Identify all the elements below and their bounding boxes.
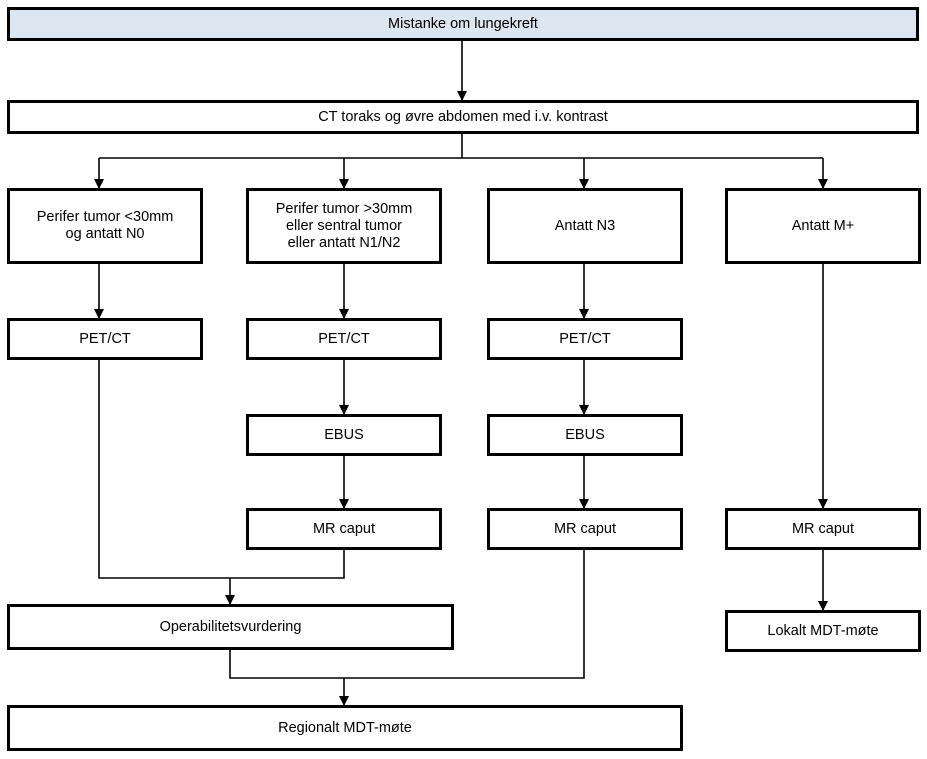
node-mr-caput-3: MR caput	[487, 508, 683, 550]
connector-merge-to-reg	[229, 550, 585, 679]
node-antatt-n3: Antatt N3	[487, 188, 683, 264]
node-perifer-over-30: Perifer tumor >30mm eller sentral tumor …	[246, 188, 442, 264]
node-mr-caput-2: MR caput	[246, 508, 442, 550]
node-ct-toraks: CT toraks og øvre abdomen med i.v. kontr…	[7, 100, 919, 134]
node-mistanke: Mistanke om lungekreft	[7, 7, 919, 41]
node-ebus-3: EBUS	[487, 414, 683, 456]
node-operabilitetsvurdering: Operabilitetsvurdering	[7, 604, 454, 650]
node-mr-caput-4: MR caput	[725, 508, 921, 550]
node-lokalt-mdt: Lokalt MDT-møte	[725, 610, 921, 652]
node-perifer-under-30: Perifer tumor <30mm og antatt N0	[7, 188, 203, 264]
node-regionalt-mdt: Regionalt MDT-møte	[7, 705, 683, 751]
node-pet-ct-1: PET/CT	[7, 318, 203, 360]
node-pet-ct-3: PET/CT	[487, 318, 683, 360]
node-ebus-2: EBUS	[246, 414, 442, 456]
node-antatt-m-plus: Antatt M+	[725, 188, 921, 264]
node-pet-ct-2: PET/CT	[246, 318, 442, 360]
connector-merge-to-oper	[98, 360, 345, 579]
